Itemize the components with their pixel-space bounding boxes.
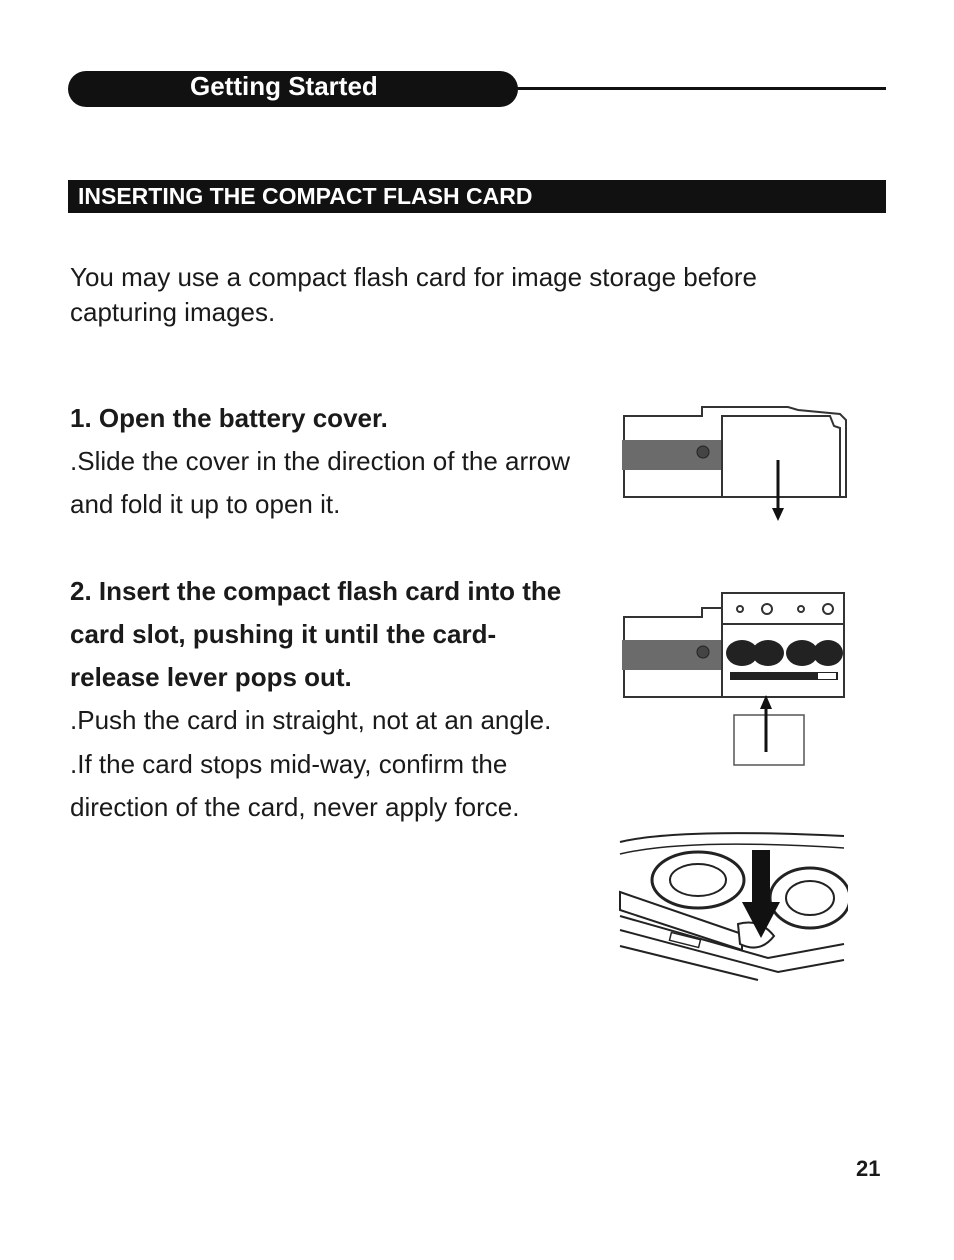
- section-title-bar: INSERTING THE COMPACT FLASH CARD: [68, 180, 886, 213]
- section-title: INSERTING THE COMPACT FLASH CARD: [78, 183, 533, 209]
- card-slot-closeup-illustration: [619, 832, 848, 981]
- step-2-title: 2. Insert the compact flash card into th…: [70, 575, 562, 693]
- step-1-title: 1. Open the battery cover.: [70, 403, 388, 433]
- intro-paragraph: You may use a compact flash card for ima…: [70, 262, 757, 327]
- page-number: 21: [856, 1156, 881, 1181]
- section-header-label: Getting Started: [190, 71, 378, 101]
- step-2-note-1: .Push the card in straight, not at an an…: [70, 705, 552, 736]
- step-1-note: .Slide the cover in the direction of the…: [70, 446, 571, 520]
- header-rule: [510, 87, 886, 90]
- section-header-pill: Getting Started: [68, 71, 518, 107]
- battery-cover-illustration: [622, 406, 847, 521]
- card-insert-illustration: [622, 592, 845, 766]
- steps-list: 1. Open the battery cover. .Slide the co…: [70, 397, 590, 829]
- step-2-note-2: .If the card stops mid-way, confirm the …: [70, 748, 520, 822]
